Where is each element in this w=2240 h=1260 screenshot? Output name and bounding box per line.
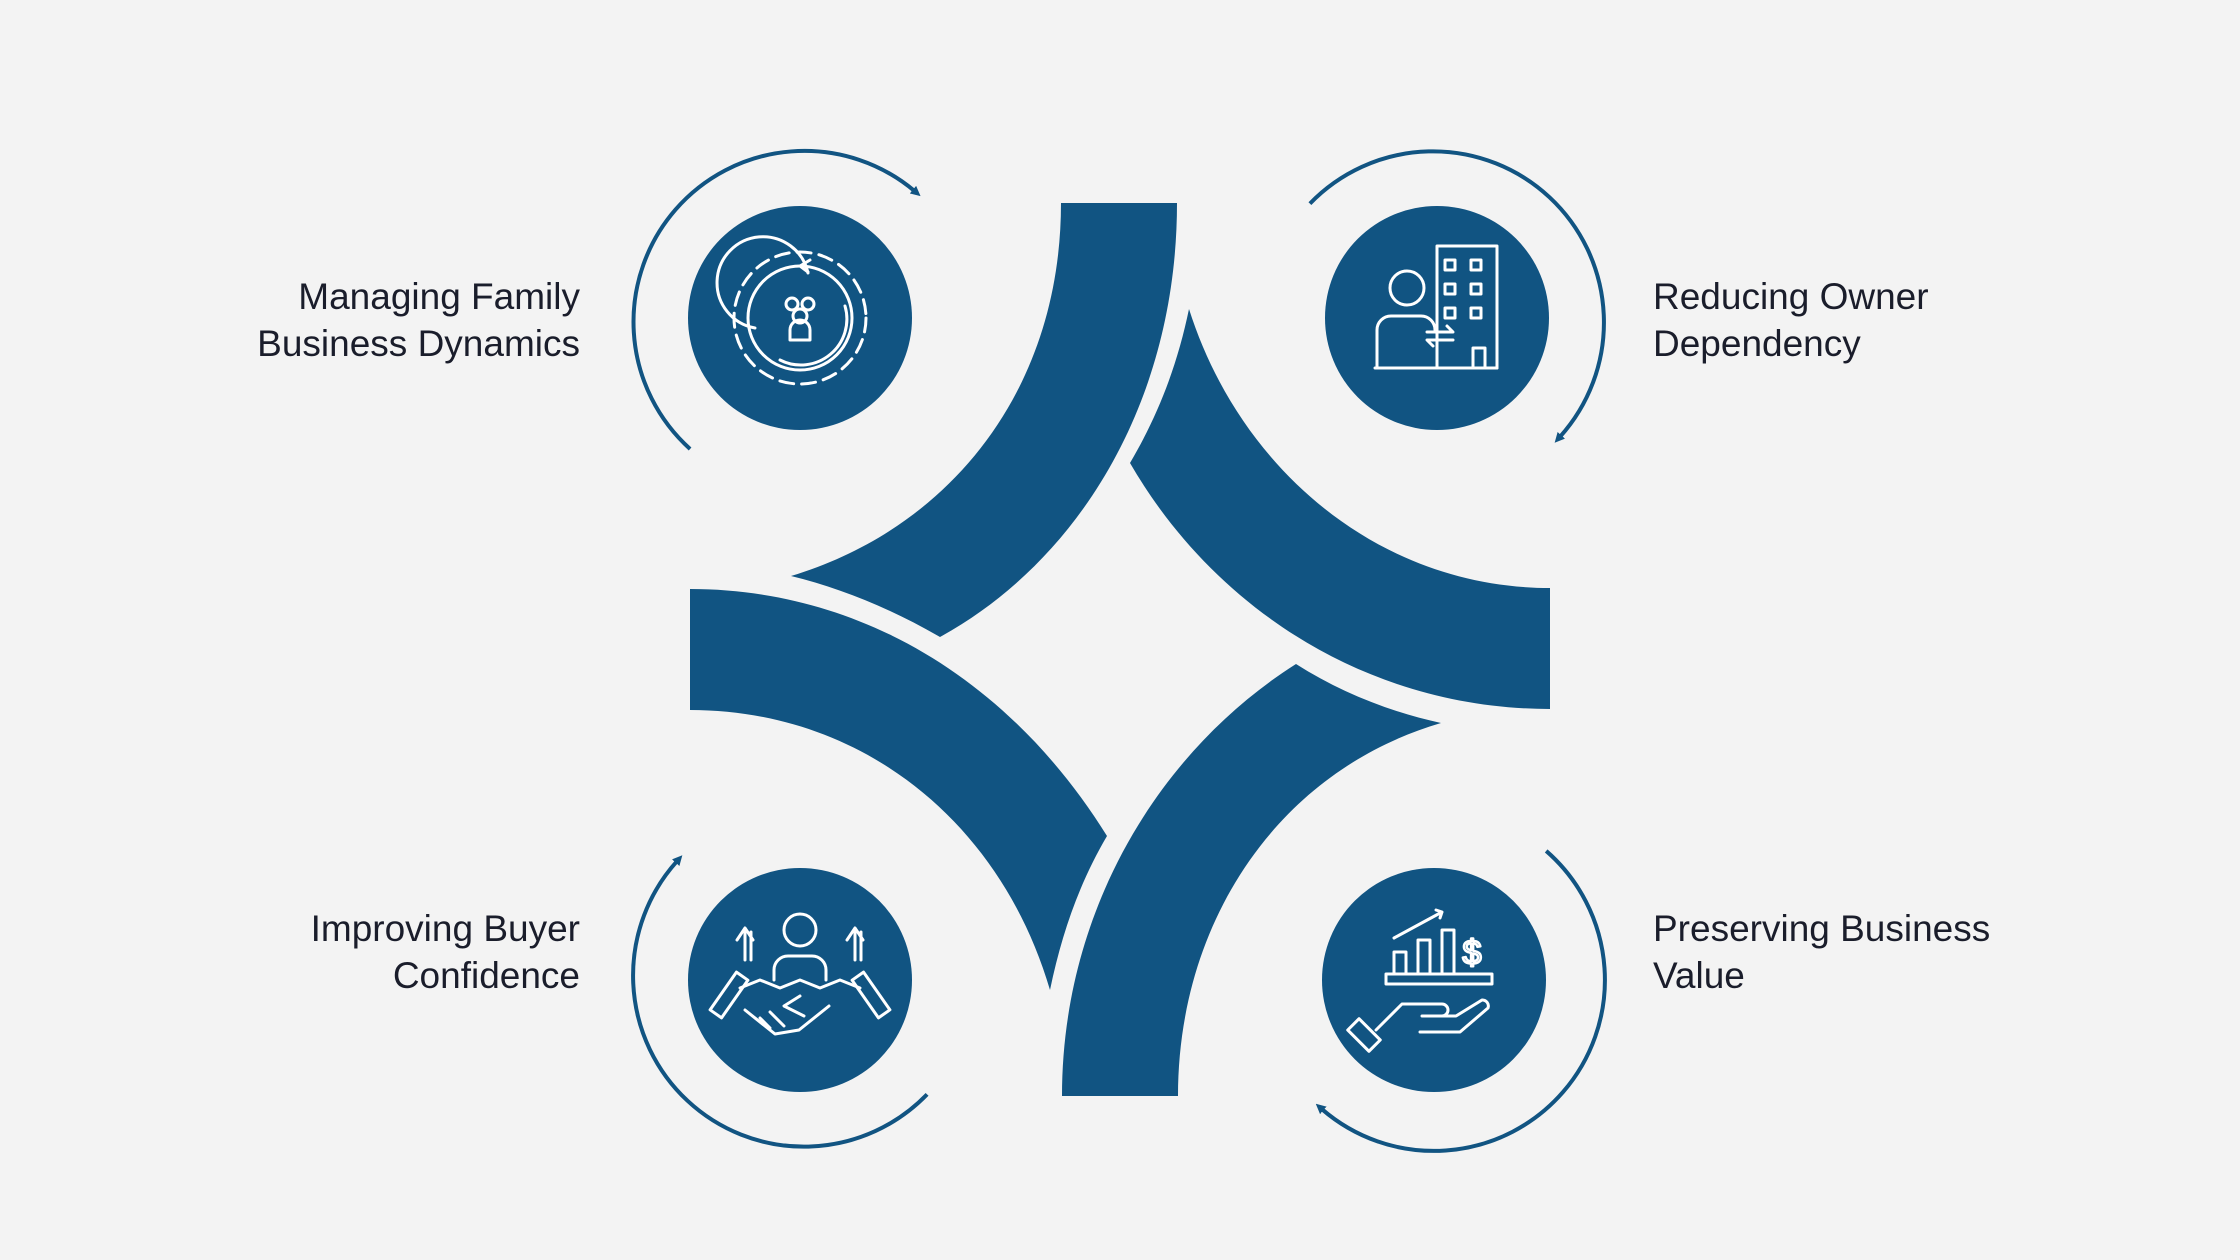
center-band-top-left: [791, 203, 1177, 637]
label-line: Improving Buyer: [310, 908, 580, 949]
label-line: Reducing Owner: [1653, 276, 1929, 317]
cycle-arrow-owner: [1308, 149, 1606, 443]
gear-family-cycle-icon: [715, 235, 868, 386]
label-improving-buyer: Improving Buyer Confidence: [60, 905, 580, 999]
label-line: Dependency: [1653, 323, 1861, 364]
label-line: Preserving Business: [1653, 908, 1991, 949]
label-reducing-owner: Reducing Owner Dependency: [1653, 273, 2173, 367]
label-line: Business Dynamics: [257, 323, 580, 364]
handshake-growth-icon: [708, 912, 892, 1036]
cycle-arrow-buyer: [631, 855, 929, 1149]
cycle-arrow-family: [631, 148, 921, 451]
cycle-arrow-value: [1315, 849, 1607, 1153]
icon-circle-family: [688, 206, 912, 430]
hand-chart-dollar-icon: $: [1346, 908, 1494, 1053]
center-band-bottom-right: [1062, 664, 1441, 1096]
center-band-bottom-left: [690, 589, 1107, 990]
label-line: Confidence: [392, 955, 580, 996]
svg-text:$: $: [1463, 934, 1482, 972]
label-line: Managing Family: [298, 276, 580, 317]
center-band-top-right: [1130, 309, 1550, 709]
label-line: Value: [1653, 955, 1745, 996]
label-preserving-value: Preserving Business Value: [1653, 905, 2173, 999]
label-managing-family: Managing Family Business Dynamics: [60, 273, 580, 367]
person-building-transfer-icon: [1373, 244, 1499, 370]
icon-circle-value: [1322, 868, 1546, 1092]
